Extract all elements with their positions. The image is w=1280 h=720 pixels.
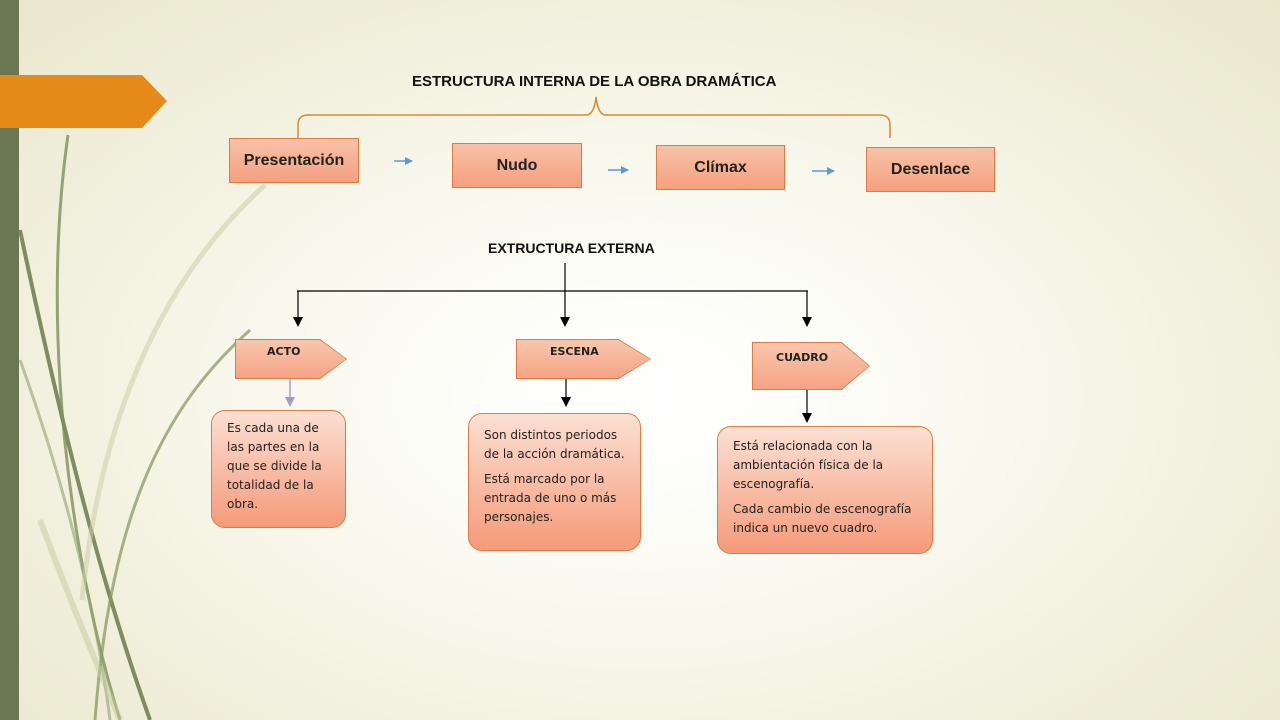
orange-arrow-tab <box>0 75 167 128</box>
escena-tag: ESCENA <box>516 339 651 379</box>
stage-desenlace: Desenlace <box>866 147 995 192</box>
acto-description-text: Es cada una de las partes en la que se d… <box>227 421 322 511</box>
cuadro-tag: CUADRO <box>752 342 870 390</box>
cuadro-label: CUADRO <box>776 351 829 364</box>
escena-description-text-1: Son distintos periodos de la acción dram… <box>484 428 625 461</box>
stage-nudo: Nudo <box>452 143 582 188</box>
cuadro-description: Está relacionada con la ambientación fís… <box>717 426 933 554</box>
escena-description-text-2: Está marcado por la entrada de uno o más… <box>484 472 617 524</box>
acto-description: Es cada una de las partes en la que se d… <box>211 410 346 528</box>
internal-brace <box>297 96 891 138</box>
cuadro-description-text-1: Está relacionada con la ambientación fís… <box>733 439 884 491</box>
stage-climax: Clímax <box>656 145 785 190</box>
internal-structure-title: ESTRUCTURA INTERNA DE LA OBRA DRAMÁTICA <box>412 73 777 90</box>
escena-label: ESCENA <box>550 345 599 358</box>
left-accent-bar <box>0 0 19 720</box>
acto-tag: ACTO <box>235 339 347 379</box>
cuadro-description-text-2: Cada cambio de escenografía indica un nu… <box>733 502 912 535</box>
external-structure-title: EXTRUCTURA EXTERNA <box>488 240 655 256</box>
escena-description: Son distintos periodos de la acción dram… <box>468 413 641 551</box>
acto-label: ACTO <box>267 345 301 358</box>
stage-presentacion: Presentación <box>229 138 359 183</box>
